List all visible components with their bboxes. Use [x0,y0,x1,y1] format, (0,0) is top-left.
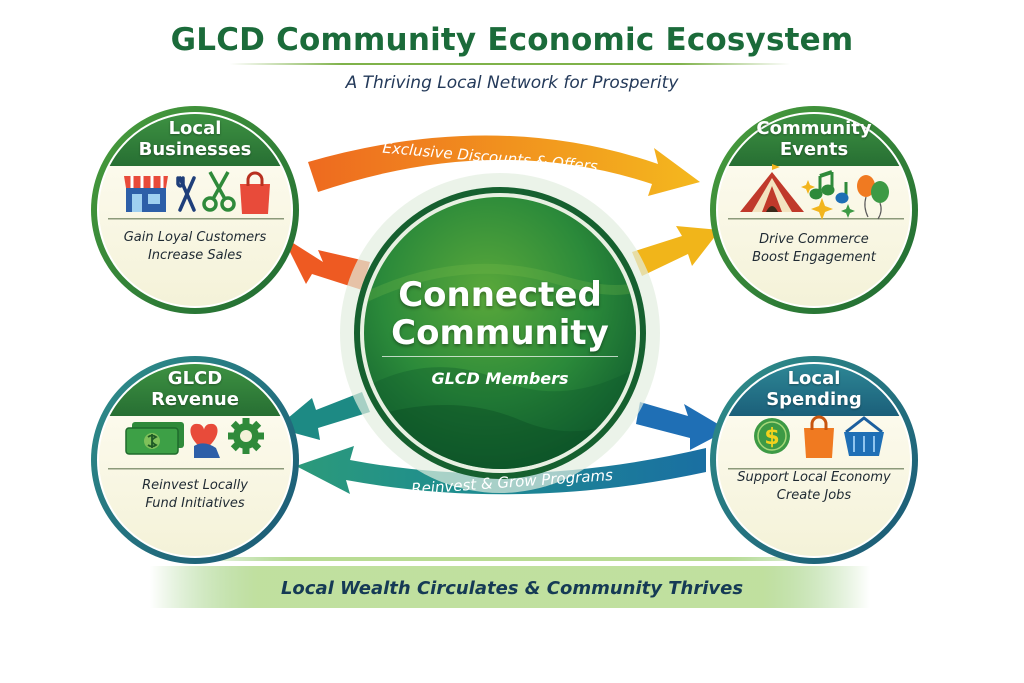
center-rule [382,356,618,357]
sparkle-icon [801,180,855,220]
community-events-line2: Boost Engagement [752,250,876,265]
local-spending-line2: Create Jobs [776,488,852,503]
heart-hand-icon [190,423,220,458]
page-subtitle: A Thriving Local Network for Prosperity [345,73,679,93]
arrow-bottom [296,446,706,495]
glcd-revenue-text: Reinvest Locally Fund Initiatives [100,477,290,513]
node-community-events [710,106,918,314]
glcd-revenue-title-line1: GLCD [167,368,223,389]
title-rule [230,63,790,65]
local-businesses-line2: Increase Sales [147,248,243,263]
local-businesses-title-line2: Businesses [138,139,252,160]
arrow-to-glcd-revenue [276,392,370,440]
balloons-icon [857,175,889,220]
gear-icon [228,418,264,454]
footer-ribbon-rule [200,557,820,561]
community-events-text: Drive Commerce Boost Engagement [719,231,909,267]
center-title-line1: Connected [398,275,602,315]
circus-tent-icon [740,164,804,212]
arrow-to-local-spending [636,402,728,450]
arrow-to-local-businesses [282,236,370,290]
local-spending-text: Support Local Economy Create Jobs [719,469,909,505]
svg-text:$: $ [764,425,779,450]
footer-ribbon [150,566,870,608]
local-businesses-text: Gain Loyal Customers Increase Sales [100,229,290,265]
glcd-revenue-line1: Reinvest Locally [142,478,248,493]
local-spending-line1: Support Local Economy [737,470,891,485]
local-businesses-title: Local Businesses [105,118,285,160]
local-businesses-title-line1: Local [168,118,222,139]
local-spending-title-line2: Spending [766,389,862,410]
shopping-basket-icon [844,416,884,456]
community-events-title-line1: Community [756,118,872,139]
storefront-icon [124,176,168,212]
community-events-title-line2: Events [779,139,849,160]
page-title: GLCD Community Economic Ecosystem [170,22,854,58]
community-events-title: Community Events [724,118,904,160]
shopping-bag-icon [240,171,270,214]
arrow-to-community-events [632,226,720,276]
community-events-line1: Drive Commerce [759,232,869,247]
glcd-revenue-title-line2: Revenue [151,389,239,410]
arrow-top [308,135,700,196]
dollar-coin-icon: $ [754,418,790,454]
utensils-icon [176,176,196,212]
glcd-revenue-title: GLCD Revenue [105,368,285,410]
center-title-line2: Community [391,313,609,353]
shopping-bag-icon [804,415,834,458]
glcd-revenue-line2: Fund Initiatives [145,496,245,511]
footer-tagline: Local Wealth Circulates & Community Thri… [280,578,744,599]
local-spending-title-line1: Local [787,368,841,389]
center-subtitle: GLCD Members [431,369,569,388]
center-title: Connected Community [350,276,650,352]
cash-icon [125,422,184,455]
center-circle [364,197,636,469]
node-glcd-revenue [91,356,299,564]
music-notes-icon [809,170,849,204]
scissors-icon [202,171,236,212]
local-spending-title: Local Spending [724,368,904,410]
node-local-spending: $ [710,356,918,564]
local-businesses-line1: Gain Loyal Customers [123,230,267,245]
